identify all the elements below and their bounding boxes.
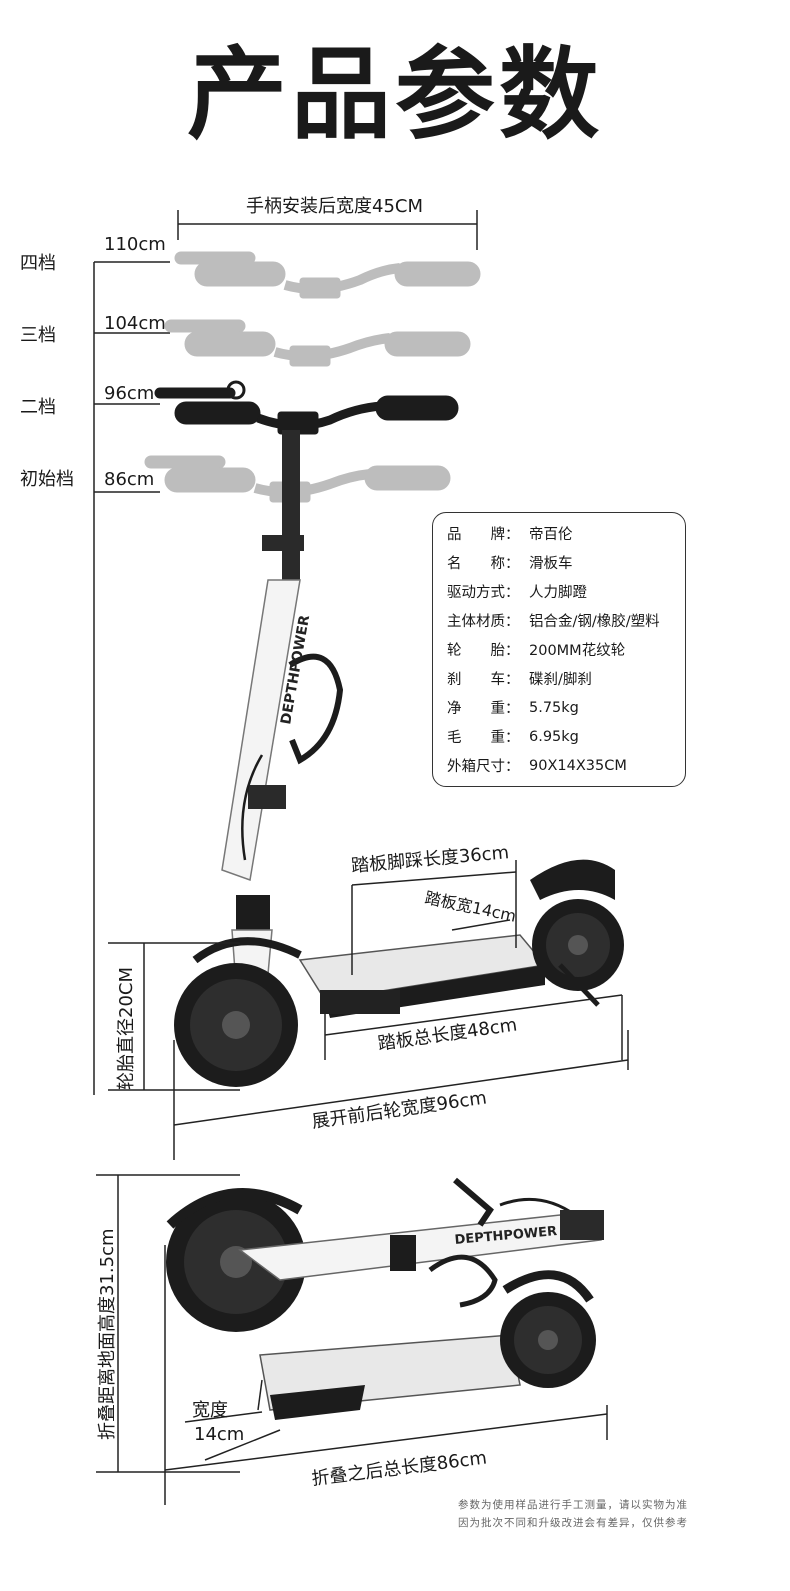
- spec-value: 帝百伦: [529, 527, 573, 543]
- spec-key: 驱动方式：: [447, 585, 520, 601]
- spec-row: 轮 胎： 200MM花纹轮: [447, 635, 685, 664]
- spec-value: 200MM花纹轮: [529, 643, 626, 659]
- handlebar-width-label: 手柄安装后宽度45CM: [246, 196, 424, 217]
- folded-width-title: 宽度: [192, 1400, 228, 1421]
- spec-row: 品 牌： 帝百伦: [447, 519, 685, 548]
- spec-value: 5.75kg: [529, 699, 579, 716]
- handlebar-active: [154, 380, 459, 435]
- gear-1-label: 初始档: [20, 469, 74, 490]
- spec-value: 人力脚蹬: [529, 585, 587, 601]
- scooter-folded: DEPTHPOWER: [166, 1177, 604, 1420]
- gear-4-label: 四档: [20, 253, 56, 274]
- handlebar-ghost-3: [164, 319, 471, 367]
- folded-width-value: 14cm: [194, 1424, 245, 1445]
- spec-key: 主体材质：: [447, 614, 520, 630]
- spec-row: 毛 重： 6.95kg: [447, 722, 685, 751]
- gear-4-height: 110cm: [104, 234, 166, 255]
- spec-value: 90X14X35CM: [529, 757, 627, 774]
- spec-value: 铝合金/钢/橡胶/塑料: [529, 614, 660, 630]
- handlebar-ghost-4: [174, 251, 481, 299]
- spec-key: 刹 车：: [447, 672, 520, 688]
- spec-row: 刹 车： 碟刹/脚刹: [447, 664, 685, 693]
- disclaimer-line-1: 参数为使用样品进行手工测量，请以实物为准: [458, 1499, 688, 1511]
- spec-row: 主体材质： 铝合金/钢/橡胶/塑料: [447, 606, 685, 635]
- spec-value: 6.95kg: [529, 728, 579, 745]
- spec-key: 净 重：: [447, 701, 520, 717]
- gear-2-label: 二档: [20, 397, 56, 418]
- spec-table: 品 牌： 帝百伦 名 称： 滑板车 驱动方式： 人力脚蹬 主体材质： 铝合金/钢/橡胶/…: [432, 512, 686, 787]
- gear-2-height: 96cm: [104, 383, 155, 404]
- spec-row: 名 称： 滑板车: [447, 548, 685, 577]
- spec-row: 驱动方式： 人力脚蹬: [447, 577, 685, 606]
- spec-key: 外箱尺寸：: [447, 759, 520, 775]
- wheel-diameter-label: 轮胎直径20CM: [116, 966, 137, 1090]
- gear-3-height: 104cm: [104, 313, 166, 334]
- spec-row: 外箱尺寸： 90X14X35CM: [447, 751, 685, 780]
- gear-1-height: 86cm: [104, 469, 155, 490]
- spec-row: 净 重： 5.75kg: [447, 693, 685, 722]
- spec-value: 滑板车: [529, 556, 573, 572]
- scooter-unfolded: DEPTHPOWER: [174, 430, 624, 1087]
- gear-3-label: 三档: [20, 325, 56, 346]
- disclaimer-line-2: 因为批次不同和升级改进会有差异，仅供参考: [458, 1517, 688, 1529]
- folded-height-label: 折叠距离地面高度31.5cm: [97, 1228, 118, 1440]
- handlebar-ghost-1: [144, 455, 451, 503]
- spec-key: 轮 胎：: [447, 643, 520, 659]
- page-title: 产品参数: [187, 36, 603, 153]
- spec-key: 品 牌：: [447, 527, 520, 543]
- spec-key: 毛 重：: [447, 730, 520, 746]
- spec-value: 碟刹/脚刹: [529, 672, 592, 688]
- spec-key: 名 称：: [447, 556, 520, 572]
